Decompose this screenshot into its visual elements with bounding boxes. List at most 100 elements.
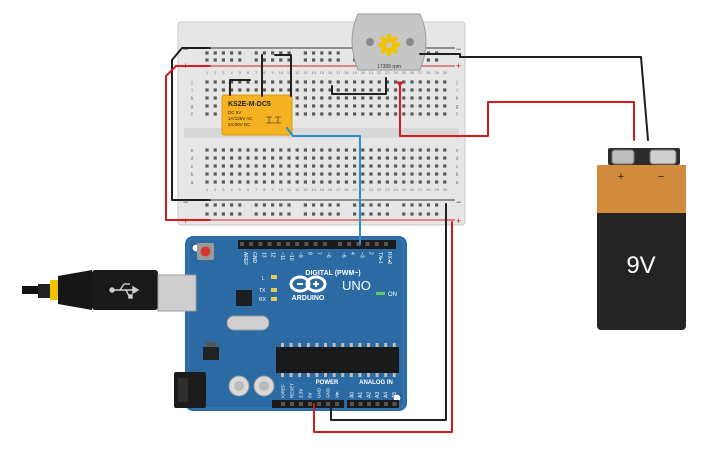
column-number: 9 [271, 70, 274, 75]
usb-strain-relief [50, 280, 58, 300]
rail-plus-sign-bottom-right: + [456, 216, 461, 226]
digital-pin-label: ~10 [288, 252, 294, 261]
relay-spec-2: 1A/125V AC [228, 116, 253, 121]
column-number: 2 [214, 70, 217, 75]
rail-plus-sign-top-right: + [456, 61, 461, 71]
analog-pin-label: A5 [392, 392, 398, 398]
digital-pin-label: ~3 [358, 252, 364, 258]
digital-pin-label: 2 [368, 252, 374, 255]
column-number: 13 [303, 70, 308, 75]
wire-left-power-rail-jumper[interactable] [165, 65, 211, 221]
column-number: 3 [222, 187, 225, 192]
column-number: 6 [247, 187, 250, 192]
digital-pin-label: ~5 [340, 252, 346, 258]
dc-motor[interactable]: 17399 rpm [351, 13, 427, 71]
column-number: 11 [287, 187, 292, 192]
analog-pin-label: A2 [367, 392, 373, 398]
wire-5v-to-arduino[interactable] [313, 221, 453, 433]
row-letter-top: f [191, 112, 193, 118]
column-number: 15 [320, 187, 325, 192]
battery-voltage-label: 9V [626, 252, 655, 279]
digital-pin-socket [347, 242, 352, 246]
wire-ground-to-arduino-gnd[interactable] [330, 203, 447, 421]
column-number: 28 [426, 187, 431, 192]
rail-minus-sign-bottom-left: − [183, 197, 188, 207]
digital-pin-label: 4 [349, 252, 355, 255]
row-letter-bottom: d [456, 156, 459, 162]
power-pin-label: GND [317, 387, 322, 398]
arduino-model-label: UNO [342, 278, 371, 293]
column-number: 13 [303, 187, 308, 192]
analog-pin-label: A0 [350, 392, 356, 398]
digital-pin-socket [365, 242, 370, 246]
wire-battery-positive-to-breadboard[interactable] [399, 85, 635, 141]
wire-signal-relay-to-pin7[interactable] [286, 127, 361, 245]
digital-pin-label: TX▸1 [377, 252, 383, 264]
digital-pin-socket [356, 242, 361, 246]
column-number: 8 [263, 187, 266, 192]
wire-motor-to-relay[interactable] [331, 77, 387, 95]
column-number: 30 [443, 187, 448, 192]
column-number: 17 [336, 70, 341, 75]
analog-pin-socket [375, 402, 380, 406]
power-pin-label: 3.3V [299, 389, 304, 398]
wire-left-ground-rail-jumper[interactable] [171, 47, 211, 201]
column-number: 15 [320, 70, 325, 75]
wire-end-marker-red [396, 81, 404, 87]
column-number: 14 [311, 70, 316, 75]
power-pin-socket [326, 402, 330, 406]
column-number: 4 [230, 187, 233, 192]
led-l-label: L [262, 276, 265, 282]
power-label: POWER [316, 380, 339, 386]
row-letter-bottom: c [191, 164, 194, 170]
column-number: 12 [295, 187, 300, 192]
digital-pin-socket [267, 242, 272, 246]
column-number: 20 [361, 187, 366, 192]
digital-pin-socket [286, 242, 290, 246]
power-pin-label: 5V [308, 392, 313, 398]
wire-motor-to-battery-negative[interactable] [419, 53, 649, 141]
analog-pin-socket [358, 402, 363, 406]
analog-pin-socket [367, 402, 371, 406]
column-number: 25 [402, 70, 407, 75]
battery-9v[interactable]: + − 9V [597, 148, 686, 330]
row-letter-top: f [456, 112, 458, 118]
row-letter-bottom: c [456, 164, 459, 170]
battery-positive-terminal[interactable] [611, 149, 635, 165]
digital-pin-socket [322, 242, 327, 246]
row-letter-top: i [456, 88, 457, 94]
column-number: 19 [352, 70, 357, 75]
power-pin-socket [299, 402, 303, 406]
wire-relay-to-rail-2[interactable] [274, 54, 292, 97]
row-letter-top: g [191, 104, 194, 110]
row-letter-bottom: a [456, 180, 459, 186]
relay-ks2e[interactable]: KS2E-M-DC5 DC 5V 1A/125V AC 2A/30V DC [221, 94, 293, 136]
wire-relay-coil-ground[interactable] [229, 79, 251, 96]
usb-cable[interactable] [22, 270, 197, 312]
digital-pin-label: ~9 [297, 252, 303, 258]
digital-pin-label: ~6 [325, 252, 331, 258]
column-number: 20 [361, 70, 366, 75]
battery-plus-label: + [618, 171, 624, 183]
digital-pin-socket [258, 242, 263, 246]
relay-spec-3: 2A/30V DC [228, 122, 251, 127]
crystal [226, 315, 270, 331]
column-number: 1 [206, 70, 209, 75]
atmega-chip [276, 347, 399, 373]
analog-header[interactable] [347, 400, 399, 408]
row-letter-bottom: a [191, 180, 194, 186]
power-pin-label: GND [326, 387, 331, 398]
battery-negative-terminal[interactable] [649, 149, 677, 165]
rail-minus-sign-top-right: − [456, 44, 461, 54]
column-number: 27 [418, 70, 423, 75]
power-pin-socket [317, 402, 321, 406]
usb-b-port[interactable] [157, 274, 197, 312]
voltage-regulator [203, 347, 219, 360]
digital-pin-socket [338, 242, 342, 246]
led-tx-label: TX [259, 288, 266, 294]
column-number: 7 [255, 70, 258, 75]
digital-pin-socket [384, 242, 388, 246]
